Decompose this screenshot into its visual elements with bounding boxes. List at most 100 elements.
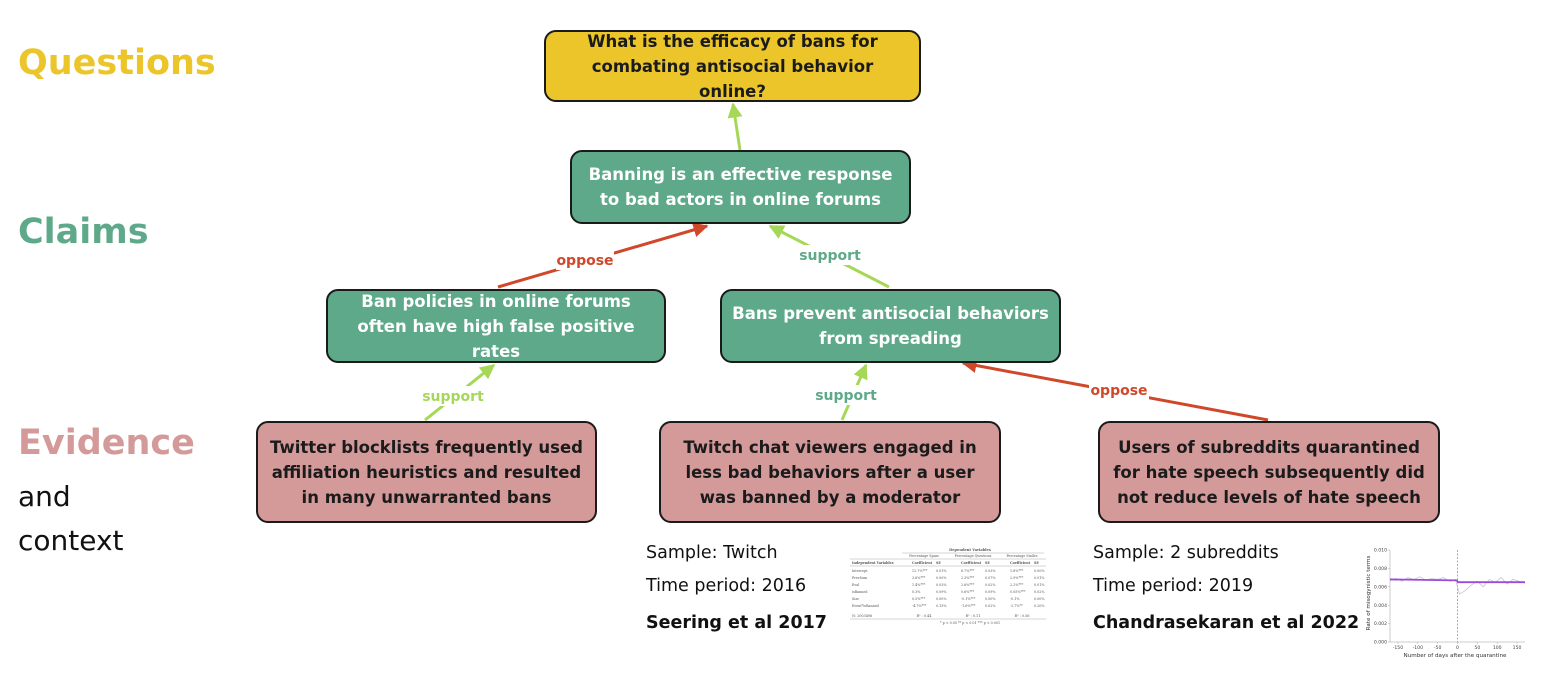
- thumb-header-cell: Coefficient: [1010, 561, 1031, 565]
- thumb-table-cell: isBanned: [852, 590, 868, 594]
- thumb-r2-3: R² : 0.56: [1015, 614, 1030, 618]
- thumb-table-cell: 12.7%***: [912, 569, 928, 573]
- thumb-r2-1: R² : 0.44: [917, 614, 932, 618]
- thumb-table-cell: 1.8%***: [1010, 569, 1024, 573]
- thumb-table-cell: 0.07%: [985, 576, 995, 580]
- claims-label: Claims: [18, 212, 149, 252]
- thumb-table-cell: 0.01%: [1034, 583, 1044, 587]
- claim-false-positive-node: Ban policies in online forums often have…: [326, 289, 666, 363]
- edge-label-support-3: support: [815, 388, 877, 404]
- thumb-table-cell: 2.2%***: [1010, 583, 1024, 587]
- question-node: What is the efficacy of bans for combati…: [544, 30, 921, 102]
- claim-main-node: Banning is an effective response to bad …: [570, 150, 911, 224]
- chart-x-tick-label: -50: [1434, 645, 1442, 651]
- thumb-table-cell: 0.05%***: [1010, 590, 1026, 594]
- edge-label-oppose-2: oppose: [1090, 383, 1147, 399]
- evidence-twitch-node: Twitch chat viewers engaged in less bad …: [659, 421, 1001, 523]
- thumb-table-cell: 0.01%: [1034, 576, 1044, 580]
- chart-y-tick-label: 0.006: [1374, 584, 1387, 590]
- thumb-table-cell: -0.1%: [1010, 597, 1020, 601]
- chart-x-tick-label: 150: [1513, 645, 1522, 651]
- thumb-table-cell: 0.03%: [985, 569, 995, 573]
- twitch-period: Time period: 2016: [646, 576, 807, 596]
- chart-x-tick-label: 100: [1493, 645, 1502, 651]
- thumb-table-cell: Eval: [852, 583, 859, 587]
- thumb-table-cell: 0.00%: [985, 597, 995, 601]
- context-label: context: [18, 524, 124, 557]
- thumb-table-cell: -2.7%**: [1010, 604, 1023, 608]
- reddit-citation: Chandrasekaran et al 2022: [1093, 613, 1360, 633]
- thumb-table-cell: PrevSum: [852, 576, 868, 580]
- chart-x-tick-label: -100: [1413, 645, 1424, 651]
- thumb-table-cell: 0.09%: [936, 590, 946, 594]
- thumb-sig-note: * p < 0.05 ** p < 0.01 *** p < 0.001: [940, 621, 1000, 625]
- thumb-table-cell: 2.3%***: [961, 576, 975, 580]
- edge-claim-to-question: [727, 102, 743, 151]
- evidence-reddit-node: Users of subreddits quarantined for hate…: [1098, 421, 1440, 523]
- edge-label-support-1: support: [799, 248, 861, 264]
- reddit-period: Time period: 2019: [1093, 576, 1254, 596]
- edge-label-oppose-1: oppose: [556, 253, 613, 269]
- thumb-table-cell: 6.7%***: [961, 569, 975, 573]
- thumb-n: N: 2003496: [852, 614, 872, 618]
- evidence-label: Evidence: [18, 423, 195, 463]
- thumb-table-cell: 0.13%: [936, 604, 946, 608]
- thumb-r2-2: R² : 0.11: [966, 614, 981, 618]
- thumb-table-cell: 2.9%***: [1010, 576, 1024, 580]
- chart-y-tick-label: 0.010: [1374, 548, 1387, 554]
- claim-prevent-node: Bans prevent antisocial behaviors from s…: [720, 289, 1061, 363]
- thumb-table-cell: Intercept: [852, 569, 868, 573]
- questions-label: Questions: [18, 43, 216, 83]
- twitch-citation: Seering et al 2017: [646, 613, 827, 633]
- thumb-table-cell: 0.3%: [912, 590, 920, 594]
- chart-ylabel: Rate of misogynistic terms: [1366, 556, 1372, 631]
- thumb-table-cell: Event*isBanned: [852, 604, 880, 608]
- thumb-header-cell: SE: [936, 561, 941, 565]
- thumb-table-cell: 0.02%: [1034, 590, 1044, 594]
- thumb-table-cell: 2.6%***: [961, 583, 975, 587]
- chart-x-tick-label: 0: [1456, 645, 1459, 651]
- thumb-table-cell: 0.00%: [1034, 597, 1044, 601]
- chart-series-fit: [1389, 578, 1525, 584]
- misogyny-rate-chart-thumbnail: Rate of misogynistic terms Number of day…: [1366, 548, 1526, 659]
- chart-y-tick-label: 0.000: [1374, 640, 1387, 646]
- thumb-group-2: Percentage Questions: [955, 554, 992, 558]
- thumb-table-cell: 0.02%: [985, 583, 995, 587]
- thumb-table-cell: 0.01%: [936, 569, 946, 573]
- thumb-header-cell: Coefficient: [961, 561, 982, 565]
- chart-y-tick-label: 0.002: [1374, 621, 1387, 627]
- thumb-table-cell: 0.6%***: [961, 590, 975, 594]
- edge-label-support-2: support: [422, 389, 484, 405]
- thumb-table-cell: -0.1%***: [961, 597, 976, 601]
- thumb-table-title: Dependent Variables: [949, 548, 991, 552]
- chart-x-tick-label: -150: [1393, 645, 1404, 651]
- reddit-sample: Sample: 2 subreddits: [1093, 543, 1279, 563]
- thumb-header-cell: SE: [985, 561, 990, 565]
- thumb-table-cell: 0.03%: [936, 583, 946, 587]
- thumb-table-cell: Size: [852, 597, 859, 601]
- thumb-header-cell: Coefficient: [912, 561, 933, 565]
- and-label: and: [18, 480, 71, 513]
- thumb-table-cell: 0.00%: [936, 576, 946, 580]
- chart-xlabel: Number of days after the quarantine: [1404, 653, 1507, 659]
- regression-table-thumbnail: Dependent Variables Percentage Spam Perc…: [850, 548, 1046, 625]
- thumb-table-cell: -1.6%***: [961, 604, 976, 608]
- thumb-group-1: Percentage Spam: [909, 554, 939, 558]
- thumb-header-cell: SE: [1034, 561, 1039, 565]
- thumb-table-cell: 1.4%***: [912, 583, 926, 587]
- chart-y-tick-label: 0.004: [1374, 603, 1387, 609]
- evidence-twitter-node: Twitter blocklists frequently used affil…: [256, 421, 597, 523]
- twitch-sample: Sample: Twitch: [646, 543, 778, 563]
- thumb-table-cell: -4.7%***: [912, 604, 927, 608]
- chart-x-tick-label: 50: [1474, 645, 1480, 651]
- thumb-table-cell: 3.6%***: [912, 576, 926, 580]
- thumb-table-cell: 0.00%: [936, 597, 946, 601]
- thumb-table-cell: 0.20%: [1034, 604, 1044, 608]
- thumb-table-cell: 0.09%: [985, 590, 995, 594]
- thumb-header-cell: Independent Variables: [852, 561, 894, 565]
- chart-y-tick-label: 0.008: [1374, 566, 1387, 572]
- thumb-table-cell: 0.00%: [1034, 569, 1044, 573]
- thumb-group-3: Percentage Smiles: [1006, 554, 1037, 558]
- thumb-table-cell: 0.5%***: [912, 597, 926, 601]
